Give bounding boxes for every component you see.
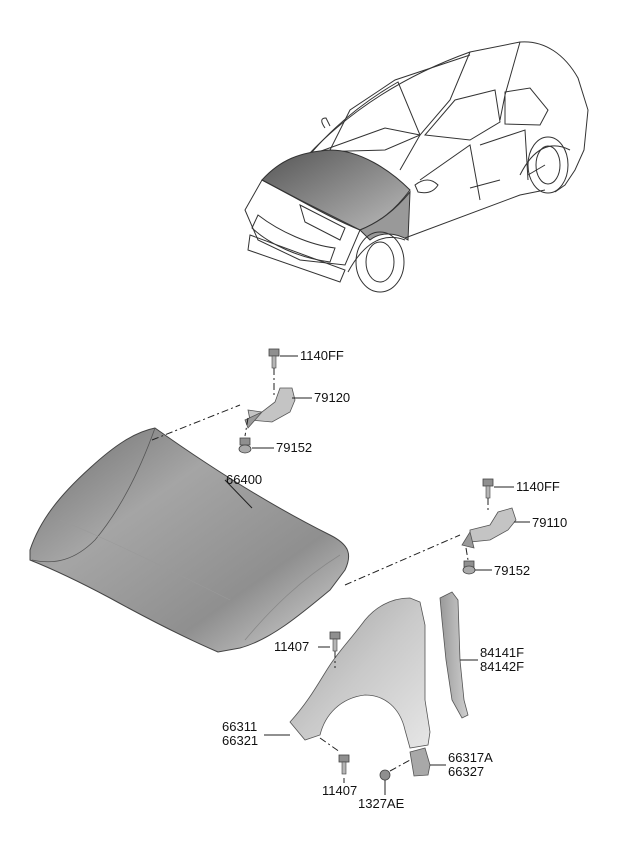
label-hood: 66400 [226,472,262,487]
label-bolt-right-hinge: 1140FF [516,479,560,494]
fender-part [289,597,431,749]
label-bracket-1: 66317A [448,750,493,765]
bolt-fender-bottom [338,754,350,775]
label-nut-right: 79152 [494,563,530,578]
bolt-right [482,478,494,499]
label-clip: 1327AE [358,796,405,811]
label-insulator-2: 84142F [480,659,524,674]
label-nut-left: 79152 [276,440,312,455]
label-fender-2: 66321 [222,733,258,748]
nut-left [238,437,252,454]
bolt-top-left [268,348,280,369]
label-insulator-1: 84141F [480,645,524,660]
car-illustration [244,41,589,293]
bolt-fender-top [329,631,341,652]
label-hinge-left: 79120 [314,390,350,405]
clip-part [379,769,391,781]
bracket-part [409,747,431,777]
label-hinge-right: 79110 [532,515,567,530]
nut-right [462,560,476,575]
label-bolt-top-hinge: 1140FF [300,348,344,363]
hinge-right-part [461,507,517,549]
label-bolt-fender-bottom: 11407 [322,783,357,798]
label-bracket-2: 66327 [448,764,484,779]
insulator-part [439,591,469,719]
label-bolt-fender-top: 11407 [274,639,309,654]
hood-part [29,427,350,653]
hinge-left-part [244,387,296,429]
label-fender-1: 66311 [222,719,257,734]
